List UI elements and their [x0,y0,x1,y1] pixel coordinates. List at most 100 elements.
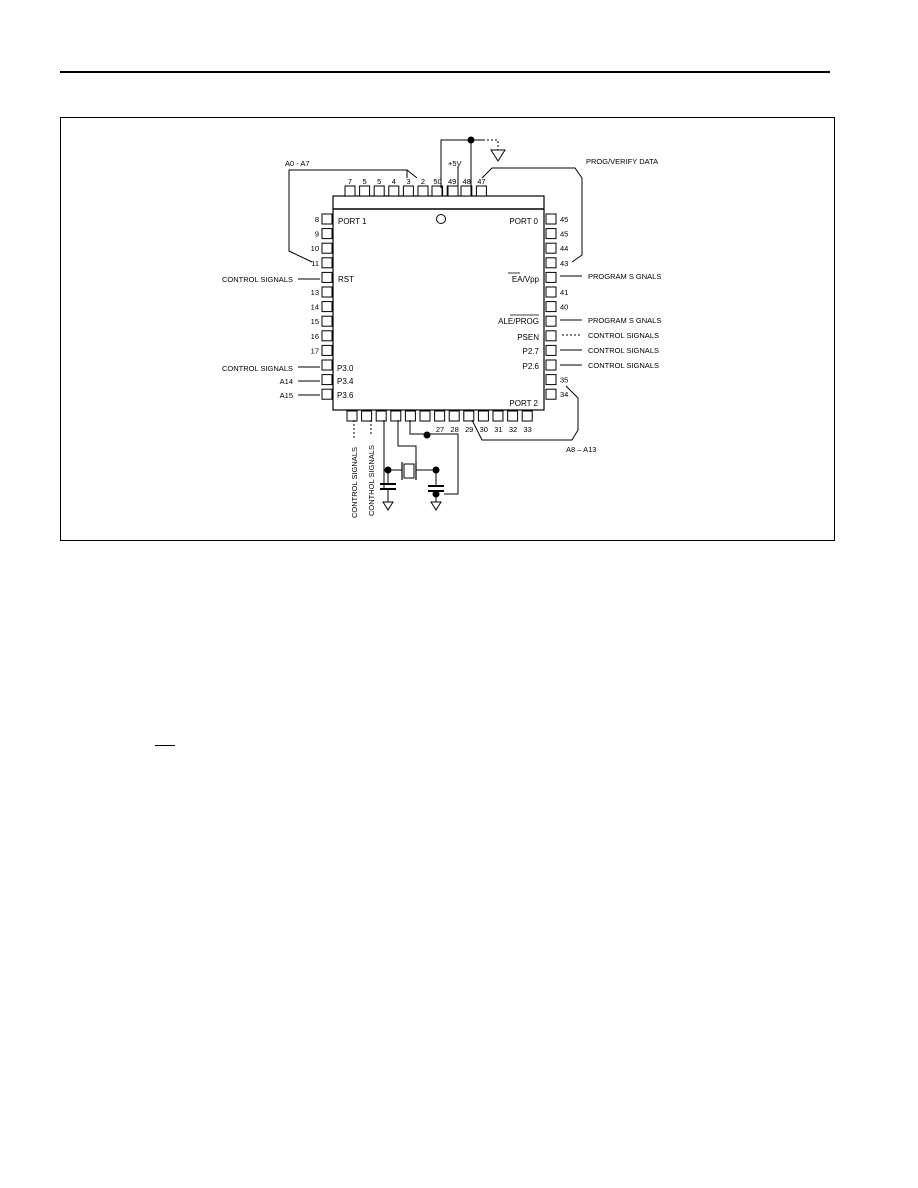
psen-label: PSEN [517,333,539,342]
bottom-pin-number: 32 [509,425,517,434]
right-pin-number: 41 [560,288,568,297]
ground-icon-left [382,501,394,511]
header-rule [60,71,830,73]
xtal-wire-right [409,420,459,495]
top-pin [388,185,400,197]
p34-label: P3.4 [337,377,354,386]
ground-icon [490,149,506,162]
bottom-pin-number: 30 [480,425,488,434]
crystal-body [403,463,415,479]
right-pin-number: 40 [560,303,568,312]
top-pin [475,185,487,197]
right-pin [545,271,557,283]
left-pin-number: 17 [311,346,319,355]
port0-label: PORT 0 [509,217,538,226]
a0-a7-label: A0 - A7 [285,159,310,168]
port2-label: PORT 2 [509,399,538,408]
p27-label: P2.7 [523,347,540,356]
right-pin-number: 44 [560,244,568,253]
bottom-pin [507,410,519,422]
right-pin [545,228,557,240]
left-pin-number: 14 [311,303,319,312]
left-control-2-label: CONTROL SIGNALS [222,364,293,373]
left-pin-number: 10 [311,244,319,253]
right-pin [545,242,557,254]
port1-label: PORT 1 [338,217,367,226]
bottom-pin-number: 28 [450,425,458,434]
left-pin [321,315,333,327]
top-pin [460,185,472,197]
left-pin [321,359,333,371]
top-pin-number: 7 [348,177,352,186]
right-pin [545,257,557,269]
figure-frame [60,117,835,541]
bottom-pin [521,410,533,422]
left-pin [321,257,333,269]
plus5v-label: +5V [448,159,462,168]
left-pin [321,388,333,400]
top-pin-number: 4 [392,177,396,186]
right-pin-number: 35 [560,376,568,385]
right-pin-number: 45 [560,230,568,239]
top-pin [373,185,385,197]
bottom-pin [390,410,402,422]
ground-icon-right [430,501,442,511]
right-pin-number: 43 [560,259,568,268]
left-pin-number: 11 [311,259,319,268]
stray-mark [155,745,175,746]
bottom-pin [448,410,460,422]
right-pin [545,359,557,371]
bottom-pin [346,410,358,422]
right-pin [545,388,557,400]
p30-label: P3.0 [337,364,354,373]
top-pin-number: 3 [406,177,410,186]
a8-a13-bus-line [471,385,579,441]
top-pin-number: 5 [363,177,367,186]
left-pin [321,286,333,298]
bottom-pin-number: 31 [494,425,502,434]
left-pin [321,213,333,225]
right-pin [545,286,557,298]
left-pin [321,374,333,386]
top-pin [359,185,371,197]
bottom-control-1-label: CONTROL SIGNALS [350,447,359,518]
left-pin [321,330,333,342]
top-pin [402,185,414,197]
p36-label: P3.6 [337,391,354,400]
left-pin-number: 8 [315,215,319,224]
left-pin [321,242,333,254]
top-pin [431,185,443,197]
a0-a7-bus-tick [406,169,418,179]
top-pin-number: 2 [421,177,425,186]
top-pin-number: 48 [463,177,471,186]
p26-label: P2.6 [523,362,540,371]
right-pin [545,330,557,342]
right-pin-number: 45 [560,215,568,224]
right-control-2-label: CONTROL SIGNALS [588,346,659,355]
bottom-pin [434,410,446,422]
bottom-pin [492,410,504,422]
left-pin [321,344,333,356]
xtal-wire-middle [397,420,417,470]
top-pin-number: 5 [377,177,381,186]
prog-verify-data-label: PROG/VERIFY DATA [586,157,658,166]
bottom-pin [463,410,475,422]
bottom-pin [361,410,373,422]
right-program-2-label: PROGRAM S GNALS [588,316,661,325]
left-pin-number: 13 [311,288,319,297]
bottom-pin-number: 29 [465,425,473,434]
ale-prog-label: ALE/PROG [498,317,539,326]
left-pin [321,228,333,240]
bottom-pin [477,410,489,422]
top-pin [344,185,356,197]
right-pin [545,374,557,386]
bottom-pin [404,410,416,422]
left-pin [321,271,333,283]
left-pin-number: 15 [311,317,319,326]
chip-body [332,195,545,411]
top-pin-number: 50 [433,177,441,186]
